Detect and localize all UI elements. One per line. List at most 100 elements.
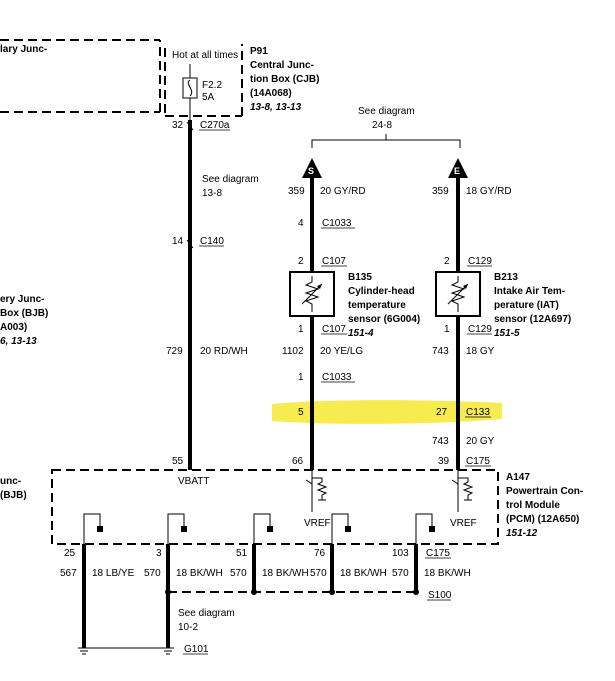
iat-conn-c129-top: C129 <box>468 256 492 267</box>
iat-conn-c129-bot: C129 <box>468 324 492 335</box>
ground-color-2: 18 BK/WH <box>176 568 223 579</box>
cht-sensor-wire: S 359 20 GY/RD 4 C1033 2 C107 B135 Cylin… <box>282 158 420 470</box>
ground-color-5: 18 BK/WH <box>424 568 471 579</box>
pin-c270a: 32 <box>172 120 184 131</box>
iat-conn-c175: C175 <box>466 456 490 467</box>
ground-color-1: 18 LB/YE <box>92 568 135 579</box>
iat-circuit-bot: 743 <box>432 436 449 447</box>
ground-wires: 25 3 51 76 103 C175 567 18 LB/YE 570 18 … <box>60 544 471 655</box>
iat-circuit-mid: 743 <box>432 346 449 357</box>
vbatt-circuit: 729 <box>166 346 183 357</box>
bjb-label-2: Box (BJB) <box>0 308 48 319</box>
ground-circuit-5: 570 <box>392 568 409 579</box>
ground-pin-5: 103 <box>392 548 409 559</box>
ground-pin-4: 76 <box>314 548 326 559</box>
iat-id: B213 <box>494 272 518 283</box>
see-diagram-ground: See diagram <box>178 608 235 619</box>
ground-point-label: G101 <box>184 644 209 655</box>
fuse-id: F2.2 <box>202 80 222 91</box>
iat-name-2: perature (IAT) <box>494 300 559 311</box>
iat-pin-pcm: 39 <box>438 456 450 467</box>
ground-pin-3: 51 <box>236 548 248 559</box>
top-box-label: lary Junc- <box>0 44 47 55</box>
cht-pin-c1033-bot: 1 <box>298 372 304 383</box>
ground-symbol-icon <box>78 647 174 655</box>
hot-at-all-times: Hot at all times <box>172 50 238 61</box>
c133-highlight <box>272 400 502 424</box>
iat-sensor-wire: E 359 18 GY/RD 2 C129 B213 Intake Air Te… <box>432 158 571 470</box>
iat-arrow-icon <box>448 158 468 178</box>
ground-pin-1: 25 <box>64 548 76 559</box>
pcm-name-3: (PCM) (12A650) <box>506 514 579 525</box>
cht-ref: 151-4 <box>348 328 374 339</box>
left-bjb-box: lary Junc- ery Junc- Box (BJB) A003) 6, … <box>0 39 161 501</box>
vbatt-color: 20 RD/WH <box>200 346 248 357</box>
bjb-label-1: ery Junc- <box>0 294 44 305</box>
bjb2-label-2: (BJB) <box>0 490 27 501</box>
conn-c140: C140 <box>200 236 224 247</box>
iat-arrow-letter: E <box>454 166 460 176</box>
cjb-box: Hot at all times P91 Central Junc- tion … <box>164 44 319 120</box>
cjb-part: (14A068) <box>250 88 292 99</box>
ground-color-3: 18 BK/WH <box>262 568 309 579</box>
pin-c140: 14 <box>172 236 184 247</box>
pcm-ref: 151-12 <box>506 528 538 539</box>
cht-conn-c1033-top: C1033 <box>322 218 352 229</box>
ground-circuit-1: 567 <box>60 568 77 579</box>
splice-label: S100 <box>428 590 452 601</box>
vbatt-label: VBATT <box>178 476 209 487</box>
cht-id: B135 <box>348 272 372 283</box>
iat-color-bot: 20 GY <box>466 436 495 447</box>
ground-pin-2: 3 <box>156 548 162 559</box>
cjb-id: P91 <box>250 46 268 57</box>
iat-color-mid: 18 GY <box>466 346 495 357</box>
cht-conn-c107-top: C107 <box>322 256 346 267</box>
conn-c133: C133 <box>466 407 490 418</box>
cjb-name-2: tion Box (CJB) <box>250 74 319 85</box>
cht-conn-c107-bot: C107 <box>322 324 346 335</box>
ground-circuit-4: 570 <box>310 568 327 579</box>
iat-color-top: 18 GY/RD <box>466 186 512 197</box>
ground-color-4: 18 BK/WH <box>340 568 387 579</box>
pcm-id: A147 <box>506 472 530 483</box>
ground-conn: C175 <box>426 548 450 559</box>
cht-name-1: Cylinder-head <box>348 286 415 297</box>
cht-name-3: sensor (6G004) <box>348 314 420 325</box>
cht-pin-c1033-top: 4 <box>298 218 304 229</box>
cht-conn-c1033-bot: C1033 <box>322 372 352 383</box>
cht-pin-c107-top: 2 <box>298 256 304 267</box>
iat-vref: VREF <box>450 518 477 529</box>
iat-pin-c133: 27 <box>436 407 448 418</box>
cjb-name-1: Central Junc- <box>250 60 314 71</box>
cht-circuit-bot: 1102 <box>282 346 304 357</box>
fuse-amp: 5A <box>202 92 215 103</box>
pcm-name-2: trol Module <box>506 500 560 511</box>
see-ref-top: 24-8 <box>372 120 392 131</box>
iat-name-3: sensor (12A697) <box>494 314 571 325</box>
pin-pcm-vbatt: 55 <box>172 456 184 467</box>
ground-circuit-2: 570 <box>144 568 161 579</box>
bjb-ref: 6, 13-13 <box>0 336 37 347</box>
cht-name-2: temperature <box>348 300 406 311</box>
iat-name-1: Intake Air Tem- <box>494 286 565 297</box>
bjb2-label-1: unc- <box>0 476 21 487</box>
cht-color-top: 20 GY/RD <box>320 186 366 197</box>
cht-arrow-letter: S <box>308 166 314 176</box>
cht-color-bot: 20 YE/LG <box>320 346 363 357</box>
cht-pin-pcm: 66 <box>292 456 304 467</box>
ground-circuit-3: 570 <box>230 568 247 579</box>
vbatt-wire: 32 C270a See diagram 13-8 14 C140 729 20… <box>166 120 259 487</box>
pcm-box: A147 Powertrain Con- trol Module (PCM) (… <box>51 469 583 545</box>
cht-pin-c107-bot: 1 <box>298 324 304 335</box>
top-bracket: See diagram 24-8 <box>311 106 461 148</box>
iat-ref: 151-5 <box>494 328 520 339</box>
cht-circuit-top: 359 <box>288 186 305 197</box>
cjb-ref: 13-8, 13-13 <box>250 102 302 113</box>
cht-pin-c133: 5 <box>298 407 304 418</box>
iat-pin-c129-bot: 1 <box>444 324 450 335</box>
see-ref-ground: 10-2 <box>178 622 198 633</box>
bjb-label-3: A003) <box>0 322 27 333</box>
fuse-element-icon <box>187 79 193 97</box>
conn-c270a: C270a <box>200 120 230 131</box>
cht-vref: VREF <box>304 518 331 529</box>
